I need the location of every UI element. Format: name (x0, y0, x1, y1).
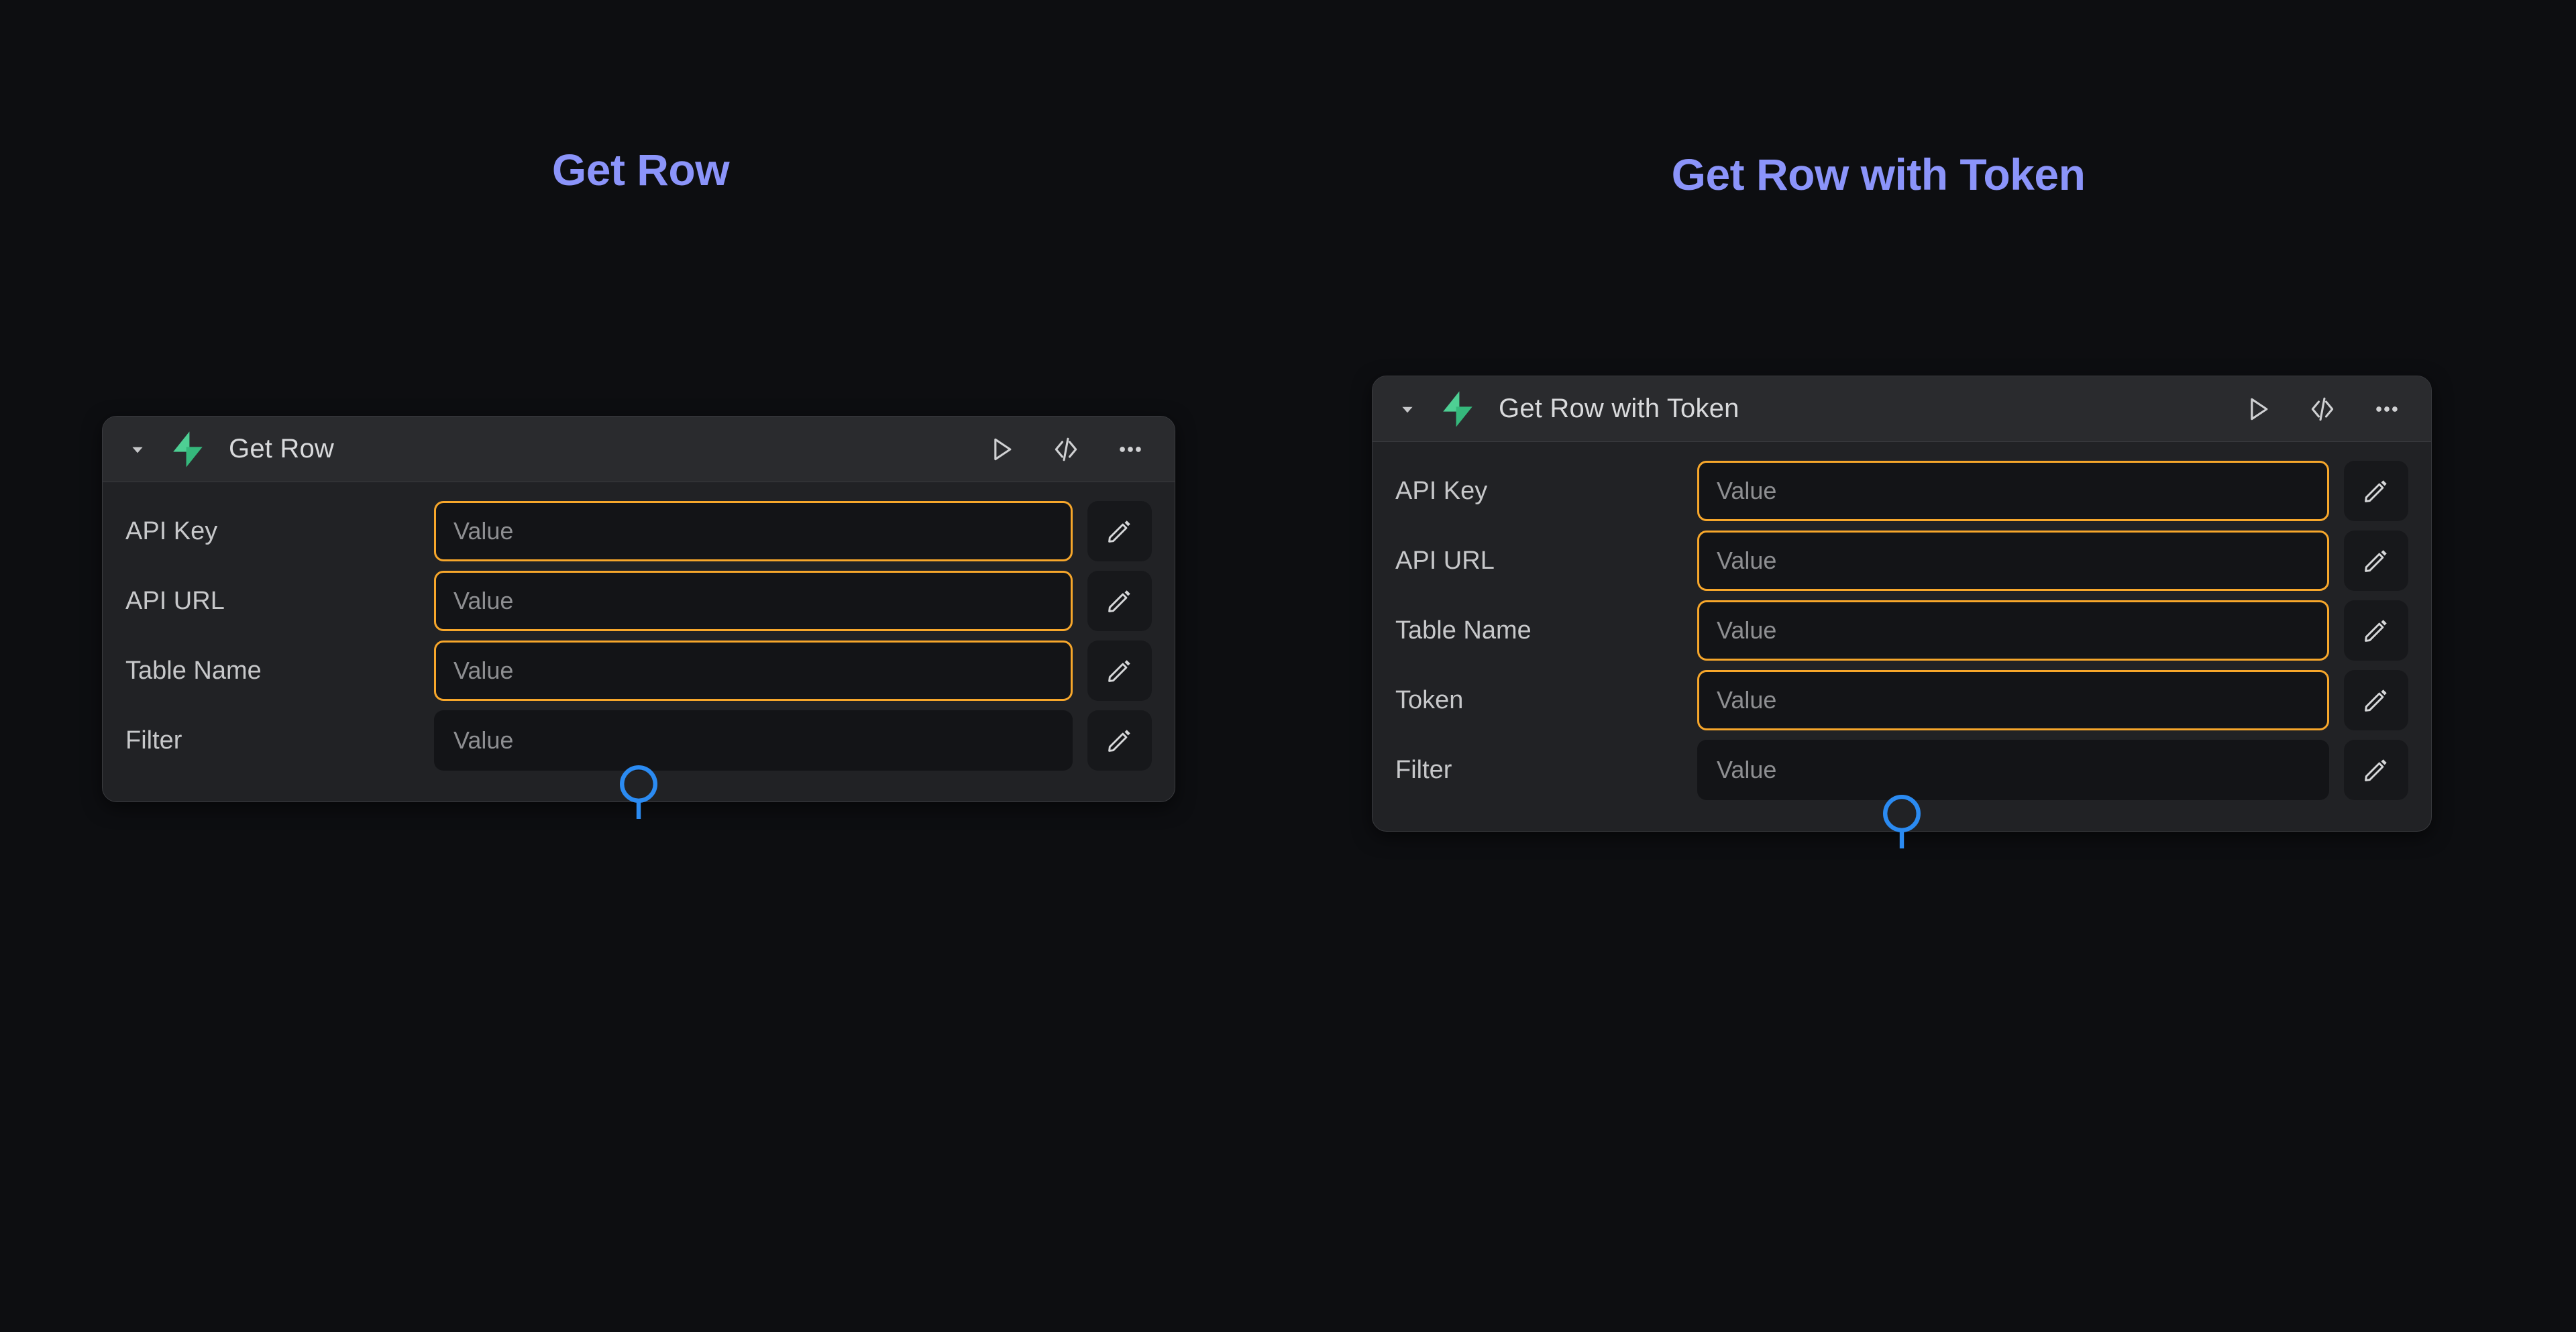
field-row: Table Name Value (1395, 600, 2408, 661)
code-brackets-icon[interactable] (1049, 432, 1083, 467)
ellipsis-icon[interactable] (1113, 432, 1148, 467)
field-row: Filter Value (1395, 740, 2408, 800)
node-card-get-row[interactable]: Get Row (102, 416, 1175, 819)
field-label: Filter (1395, 755, 1452, 784)
ellipsis-icon[interactable] (2369, 392, 2404, 427)
field-row: Token Value (1395, 670, 2408, 730)
field-label: Filter (125, 726, 182, 755)
lightning-bolt-icon (1437, 388, 1479, 430)
code-brackets-icon[interactable] (2305, 392, 2340, 427)
node-body: API Key Value API URL Value (1373, 442, 2431, 831)
pencil-icon[interactable] (2344, 670, 2408, 730)
pencil-icon[interactable] (1087, 501, 1152, 561)
node-body: API Key Value API URL Value (103, 482, 1175, 801)
output-connector-handle[interactable] (619, 764, 659, 822)
field-label: Token (1395, 685, 1464, 714)
play-icon[interactable] (2241, 392, 2275, 427)
field-label: Table Name (1395, 616, 1532, 645)
lightning-bolt-icon (167, 429, 209, 470)
field-label: API Key (125, 516, 218, 545)
node-header[interactable]: Get Row with Token (1373, 376, 2431, 442)
field-row: API URL Value (1395, 531, 2408, 591)
section-heading-get-row: Get Row (551, 145, 730, 195)
node-header[interactable]: Get Row (103, 417, 1175, 482)
field-input-api-url[interactable]: Value (434, 571, 1073, 631)
chevron-down-icon[interactable] (123, 435, 152, 464)
play-icon[interactable] (984, 432, 1019, 467)
field-row: API Key Value (125, 501, 1152, 561)
field-input-table-name[interactable]: Value (434, 641, 1073, 701)
node-card-get-row-with-token[interactable]: Get Row with Token (1372, 376, 2432, 848)
field-label: Table Name (125, 656, 262, 685)
pencil-icon[interactable] (2344, 461, 2408, 521)
chevron-down-icon[interactable] (1393, 394, 1422, 424)
pencil-icon[interactable] (1087, 710, 1152, 771)
node-header-actions (2241, 392, 2404, 427)
pencil-icon[interactable] (1087, 571, 1152, 631)
node-title: Get Row with Token (1499, 394, 1739, 423)
pencil-icon[interactable] (1087, 641, 1152, 701)
field-input-api-url[interactable]: Value (1697, 531, 2329, 591)
section-heading-get-row-with-token: Get Row with Token (1671, 150, 2086, 199)
pencil-icon[interactable] (2344, 740, 2408, 800)
field-row: Table Name Value (125, 641, 1152, 701)
field-input-token[interactable]: Value (1697, 670, 2329, 730)
field-input-filter[interactable]: Value (434, 710, 1073, 771)
field-label: API URL (1395, 546, 1495, 575)
output-connector-handle[interactable] (1882, 793, 1922, 851)
field-input-api-key[interactable]: Value (1697, 461, 2329, 521)
field-input-filter[interactable]: Value (1697, 740, 2329, 800)
node-header-actions (984, 432, 1148, 467)
node-title: Get Row (229, 434, 335, 463)
pencil-icon[interactable] (2344, 600, 2408, 661)
field-row: API URL Value (125, 571, 1152, 631)
field-label: API URL (125, 586, 225, 615)
pencil-icon[interactable] (2344, 531, 2408, 591)
field-label: API Key (1395, 476, 1488, 505)
field-row: Filter Value (125, 710, 1152, 771)
field-row: API Key Value (1395, 461, 2408, 521)
field-input-table-name[interactable]: Value (1697, 600, 2329, 661)
field-input-api-key[interactable]: Value (434, 501, 1073, 561)
